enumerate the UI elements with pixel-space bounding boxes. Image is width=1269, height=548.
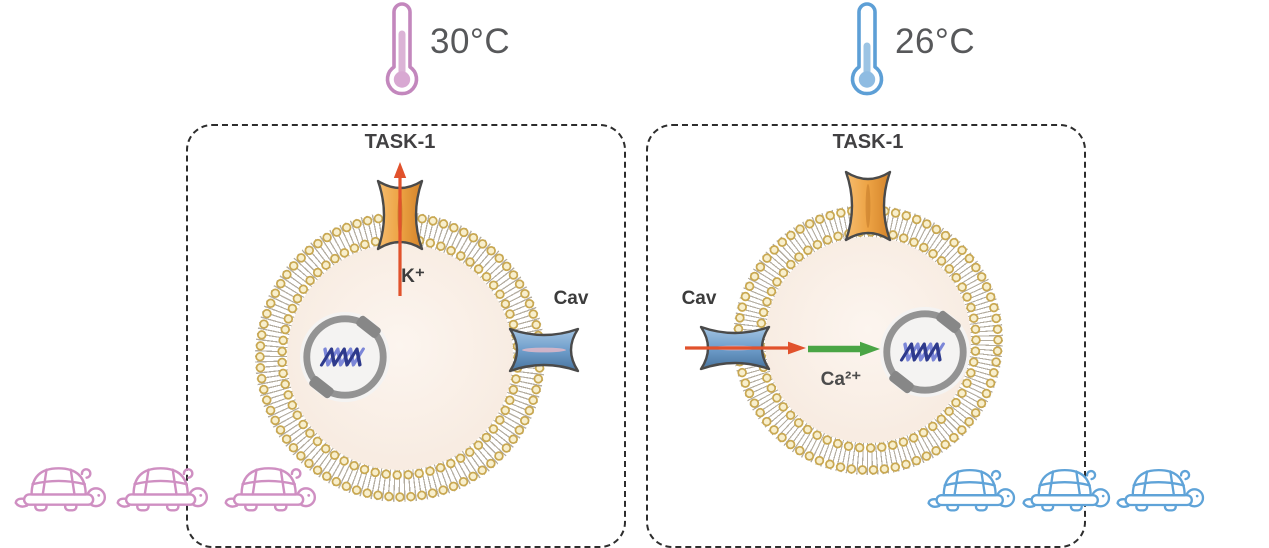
cav-channel-icon (508, 327, 580, 373)
turtle-icon (1022, 468, 1111, 512)
thermometer-icon (850, 2, 884, 96)
cold-condition-panel (646, 124, 1086, 548)
k-ion-label: K⁺ (401, 266, 425, 287)
dna-plasmid-icon (299, 311, 391, 403)
k-efflux-arrow-icon (393, 162, 407, 296)
warm-condition-panel (186, 124, 626, 548)
turtle-icon (1116, 468, 1205, 512)
temperature-label: 26°C (895, 22, 976, 61)
turtle-icon (224, 467, 317, 512)
ca-signal-arrow-icon (808, 341, 880, 357)
dna-plasmid-icon (879, 306, 971, 398)
cell-membrane (733, 205, 1003, 475)
temperature-label: 30°C (430, 22, 511, 61)
thermometer-icon (385, 2, 419, 96)
cav-label: Cav (681, 288, 717, 309)
task1-label: TASK-1 (364, 131, 436, 153)
ca-influx-arrow-icon (685, 341, 806, 355)
turtle-icon (927, 468, 1016, 512)
turtle-icon (14, 467, 107, 512)
turtle-icon (116, 467, 209, 512)
ca-ion-label: Ca²⁺ (820, 369, 862, 390)
task1-channel-icon (844, 170, 892, 242)
cav-label: Cav (553, 288, 589, 309)
task1-label: TASK-1 (832, 131, 904, 153)
